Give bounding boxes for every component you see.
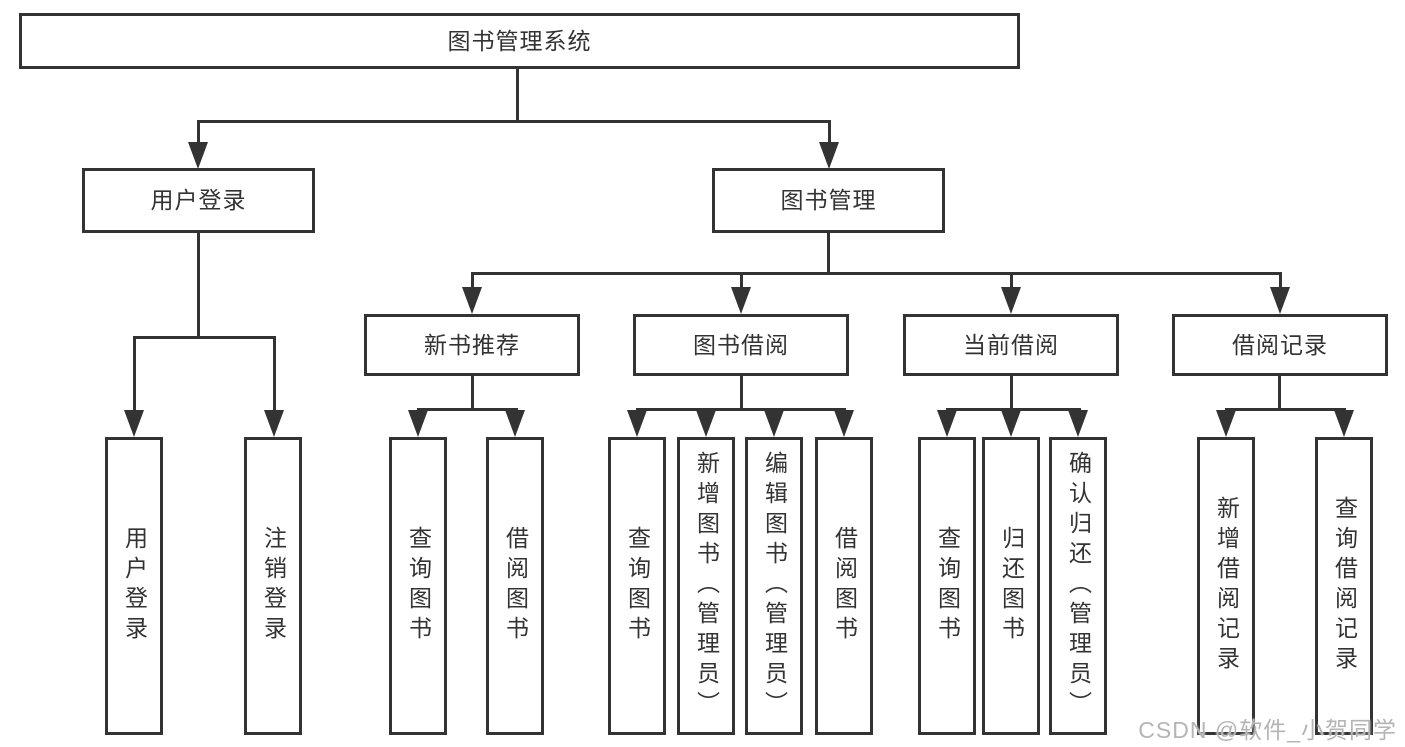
node-label: 查询图书 xyxy=(405,526,432,646)
connector-line xyxy=(471,376,474,408)
node-book-management: 图书管理 xyxy=(712,168,945,233)
arrow-down-icon xyxy=(188,142,208,169)
leaf-query-borrow-record: 查询借阅记录 xyxy=(1315,437,1373,735)
leaf-confirm-return-admin: 确认归还（管理员） xyxy=(1049,437,1107,735)
connector-line xyxy=(740,272,743,288)
node-borrowing-records: 借阅记录 xyxy=(1172,314,1388,376)
leaf-borrow-book-rec: 借阅图书 xyxy=(486,437,544,735)
arrow-down-icon xyxy=(264,410,284,437)
node-label: 用户登录 xyxy=(121,526,148,646)
node-label: 新增图书（管理员） xyxy=(693,451,720,721)
connector-line xyxy=(516,69,519,120)
node-label: 借阅图书 xyxy=(831,526,858,646)
node-label: 查询图书 xyxy=(624,526,651,646)
connector-line xyxy=(827,233,830,272)
node-label: 用户登录 xyxy=(150,187,247,213)
node-label: 当前借阅 xyxy=(963,331,1059,358)
node-label: 借阅图书 xyxy=(502,526,529,646)
arrow-down-icon xyxy=(834,410,854,437)
connector-line xyxy=(197,233,200,336)
node-label: 编辑图书（管理员） xyxy=(761,451,788,721)
node-new-book-recommendation: 新书推荐 xyxy=(364,314,580,376)
node-current-borrowing: 当前借阅 xyxy=(903,314,1119,376)
connector-line xyxy=(197,120,200,146)
node-label: 新增借阅记录 xyxy=(1213,496,1240,676)
connector-line xyxy=(946,408,1081,411)
arrow-down-icon xyxy=(408,410,428,437)
leaf-user-login: 用户登录 xyxy=(105,437,163,735)
arrow-down-icon xyxy=(462,287,482,314)
arrow-down-icon xyxy=(124,410,144,437)
connector-line xyxy=(1279,272,1282,288)
connector-line xyxy=(417,408,518,411)
node-library-management-system: 图书管理系统 xyxy=(19,13,1020,69)
leaf-return-book: 归还图书 xyxy=(982,437,1040,735)
connector-line xyxy=(828,120,831,146)
leaf-logout: 注销登录 xyxy=(244,437,302,735)
node-label: 确认归还（管理员） xyxy=(1065,451,1092,721)
connector-line xyxy=(471,272,1282,275)
arrow-down-icon xyxy=(937,410,957,437)
node-label: 注销登录 xyxy=(260,526,287,646)
arrow-down-icon xyxy=(819,142,839,169)
leaf-borrow-book: 借阅图书 xyxy=(815,437,873,735)
node-label: 图书管理系统 xyxy=(447,27,592,54)
connector-line xyxy=(1278,376,1281,408)
node-label: 新书推荐 xyxy=(424,331,520,358)
node-label: 图书管理 xyxy=(780,187,877,213)
leaf-add-borrow-record: 新增借阅记录 xyxy=(1197,437,1255,735)
arrow-down-icon xyxy=(1001,410,1021,437)
leaf-query-book-current: 查询图书 xyxy=(918,437,976,735)
arrow-down-icon xyxy=(1334,410,1354,437)
leaf-query-book-borrow: 查询图书 xyxy=(608,437,666,735)
arrow-down-icon xyxy=(696,410,716,437)
leaf-query-book-rec: 查询图书 xyxy=(389,437,447,735)
node-label: 归还图书 xyxy=(998,526,1025,646)
connector-line xyxy=(273,336,276,414)
connector-line xyxy=(1010,272,1013,288)
connector-line xyxy=(636,408,846,411)
node-label: 图书借阅 xyxy=(693,331,789,358)
arrow-down-icon xyxy=(505,410,525,437)
connector-line xyxy=(1225,408,1346,411)
arrow-down-icon xyxy=(1001,287,1021,314)
csdn-watermark: CSDN @软件_小贺同学 xyxy=(1138,717,1397,743)
leaf-edit-book-admin: 编辑图书（管理员） xyxy=(745,437,803,735)
node-user-login: 用户登录 xyxy=(82,168,315,233)
connector-line xyxy=(740,376,743,408)
node-label: 借阅记录 xyxy=(1232,331,1328,358)
arrow-down-icon xyxy=(1216,410,1236,437)
arrow-down-icon xyxy=(731,287,751,314)
arrow-down-icon xyxy=(1270,287,1290,314)
connector-line xyxy=(133,336,136,414)
node-book-borrowing: 图书借阅 xyxy=(633,314,849,376)
arrow-down-icon xyxy=(627,410,647,437)
arrow-down-icon xyxy=(764,410,784,437)
node-label: 查询借阅记录 xyxy=(1331,496,1358,676)
connector-line xyxy=(471,272,474,288)
arrow-down-icon xyxy=(1068,410,1088,437)
leaf-add-book-admin: 新增图书（管理员） xyxy=(677,437,735,735)
connector-line xyxy=(133,336,276,339)
connector-line xyxy=(197,120,831,123)
node-label: 查询图书 xyxy=(934,526,961,646)
connector-line xyxy=(1010,376,1013,408)
